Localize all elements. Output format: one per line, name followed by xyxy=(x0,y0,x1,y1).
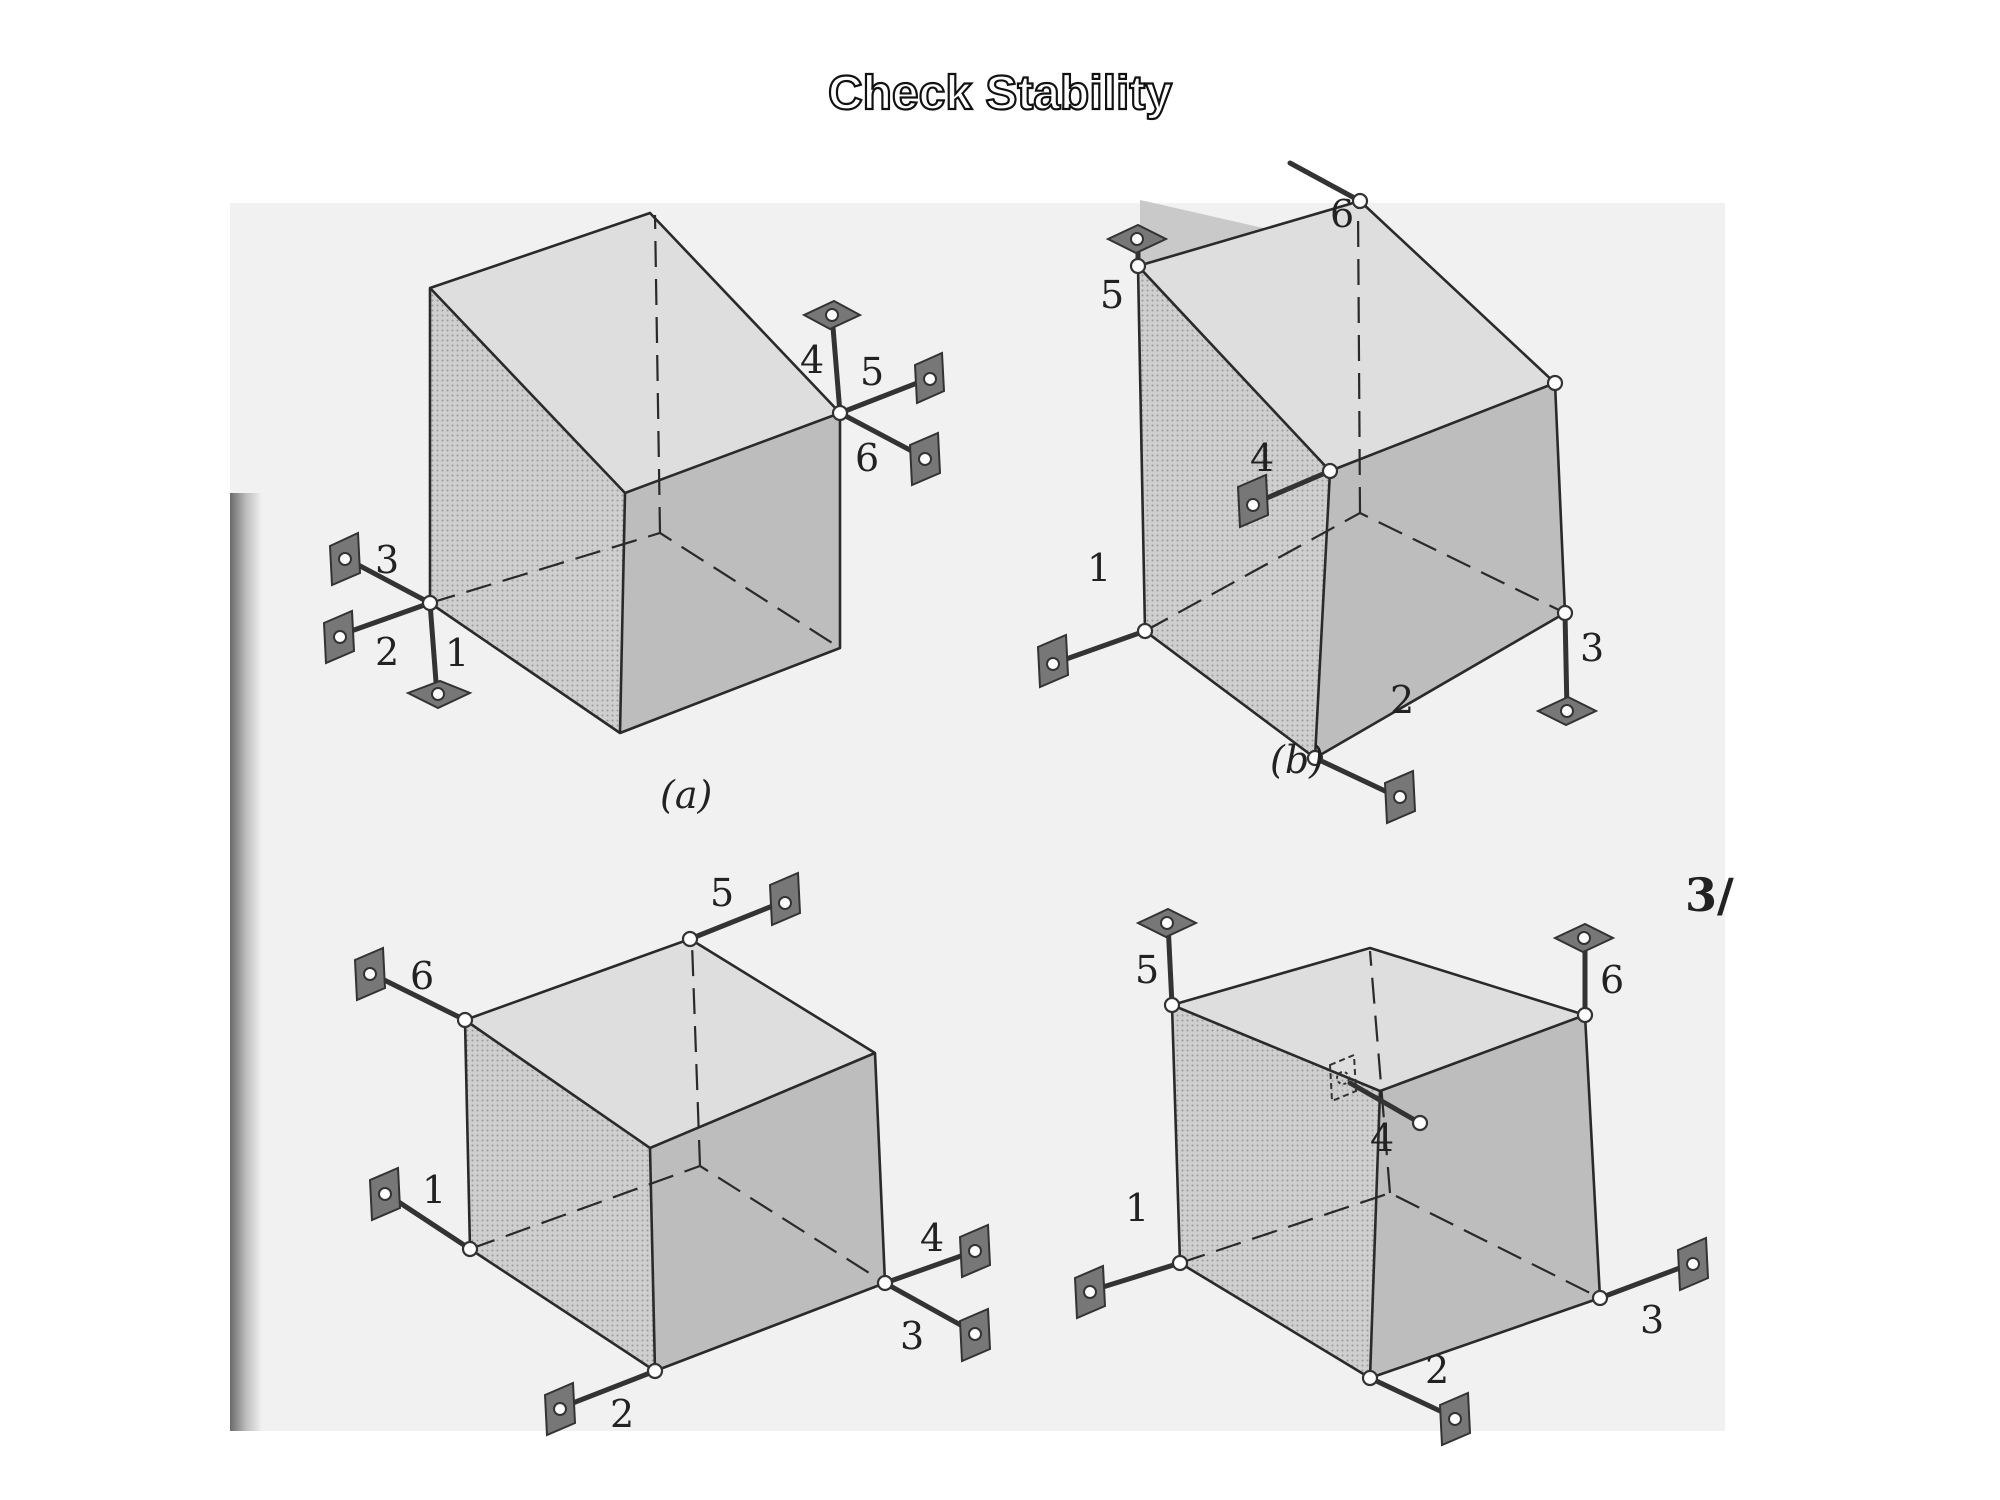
cube-b-member-6: 6 xyxy=(1330,192,1354,236)
cube-a-member-4: 4 xyxy=(800,338,824,382)
cube-c-left-face xyxy=(465,1020,655,1371)
stability-diagram: 3 2 1 4 5 6 (a) xyxy=(230,160,1734,1447)
cube-a-supports-left xyxy=(322,531,473,710)
cube-b-member-3: 3 xyxy=(1580,626,1604,670)
cube-c-member-2: 2 xyxy=(610,1392,634,1436)
cube-d-right-face xyxy=(1370,1015,1600,1378)
cube-b-member-5: 5 xyxy=(1100,273,1124,317)
cube-a-right-face xyxy=(620,413,840,733)
cube-b-member-1: 1 xyxy=(1087,546,1111,590)
cube-c-member-3: 3 xyxy=(900,1314,924,1358)
cube-a-member-3: 3 xyxy=(375,538,399,582)
cube-b: 5 6 4 1 3 2 (b) xyxy=(1036,160,1604,825)
cube-b-right-face xyxy=(1315,383,1565,758)
cube-a-supports-right xyxy=(801,299,946,487)
cube-d-member-3: 3 xyxy=(1640,1298,1664,1342)
cube-d-member-1: 1 xyxy=(1125,1186,1149,1230)
cube-d-supports xyxy=(1073,907,1710,1447)
cube-a-caption: (a) xyxy=(660,773,712,817)
cube-a-left-face xyxy=(430,288,625,733)
cube-d-member-2: 2 xyxy=(1425,1348,1449,1392)
cube-b-member-2: 2 xyxy=(1390,678,1414,722)
cube-a: 3 2 1 4 5 6 (a) xyxy=(322,211,946,817)
cube-d-member-6: 6 xyxy=(1600,958,1624,1002)
cube-a-top-face xyxy=(430,213,840,493)
cube-a-member-6: 6 xyxy=(855,436,879,480)
margin-problem-number: 3/ xyxy=(1685,868,1734,922)
cube-c-member-6: 6 xyxy=(410,954,434,998)
cube-b-member-4: 4 xyxy=(1250,436,1274,480)
cube-d: 5 6 4 1 3 2 xyxy=(1073,907,1710,1447)
textbook-scan: 3 2 1 4 5 6 (a) xyxy=(230,160,1734,1447)
cube-c: 5 6 1 4 3 2 xyxy=(353,871,992,1437)
cube-b-caption: (b) xyxy=(1270,738,1324,782)
cube-b-top-face xyxy=(1138,201,1555,471)
cube-d-member-4: 4 xyxy=(1370,1116,1394,1160)
cube-c-member-4: 4 xyxy=(920,1216,944,1260)
cube-a-member-2: 2 xyxy=(375,630,399,674)
page-binding-shadow xyxy=(230,493,262,1431)
cube-c-member-1: 1 xyxy=(422,1168,446,1212)
cube-c-member-5: 5 xyxy=(710,871,734,915)
cube-a-member-1: 1 xyxy=(445,631,469,675)
cube-b-supports xyxy=(1036,160,1599,825)
cube-c-right-face xyxy=(650,1053,885,1371)
cube-d-left-face xyxy=(1172,1005,1380,1378)
cube-d-member-5: 5 xyxy=(1135,948,1159,992)
cube-a-member-5: 5 xyxy=(860,350,884,394)
cube-b-left-face xyxy=(1138,266,1330,758)
page-title: Check Stability xyxy=(827,66,1173,121)
cube-c-supports xyxy=(353,871,992,1437)
